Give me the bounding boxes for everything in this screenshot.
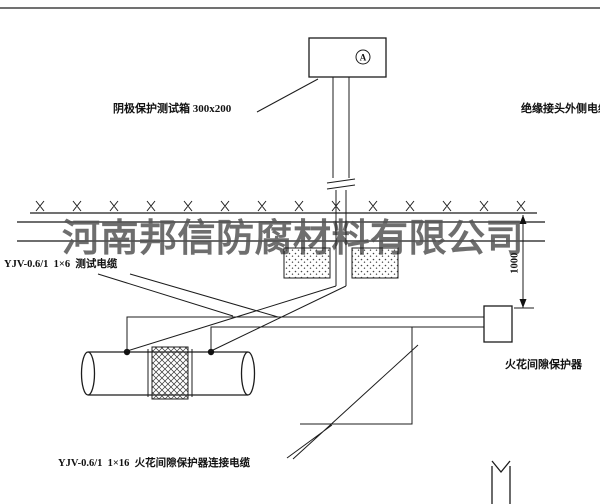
connection-cable-spec-label: YJV-0.6/1 1×16 火花间隙保护器连接电缆: [58, 458, 251, 469]
dimension-1000-label: 1000: [509, 252, 521, 274]
test-cables-diagonal: [126, 285, 347, 352]
test-box-label: 阴极保护测试箱 300x200: [113, 103, 232, 115]
post-upper: [332, 77, 350, 178]
insulating-joint: [151, 346, 189, 400]
spark-gap-protector: [483, 305, 513, 343]
ammeter-letter: A: [360, 53, 367, 63]
bottom-right-detail-symbol: [491, 460, 511, 504]
dimension-arrow-bottom: [519, 299, 527, 308]
test-cable-spec-label: YJV-0.6/1 1×6 测试电缆: [4, 259, 118, 270]
concrete-block-right: [351, 247, 399, 279]
dimension-arrow-top: [519, 215, 527, 224]
test-box: [308, 37, 387, 78]
watermark-strike-line-bottom: [17, 240, 545, 242]
post-break-mark: [326, 178, 356, 190]
dimension-line: [514, 215, 534, 309]
pipe-end-cap-right: [240, 351, 256, 396]
joint-flange-lines: [147, 349, 193, 397]
protector-cable-upper: [126, 316, 484, 351]
protector-connection-cable: [300, 327, 413, 425]
outer-cable-label: 绝缘接头外侧电缆: [521, 103, 600, 115]
spark-gap-protector-label: 火花间隙保护器: [505, 359, 582, 371]
test-box-leader-line: [256, 78, 319, 113]
ground-hatch-marks: [35, 200, 526, 212]
ammeter-circle-icon: [355, 49, 371, 65]
cable-terminal-right: [207, 348, 215, 356]
cable-terminal-left: [123, 348, 131, 356]
test-cable-leader-lines: [97, 273, 279, 318]
watermark-strike-line-top: [17, 221, 545, 223]
connection-cable-leader-lines: [286, 344, 419, 460]
pipe-end-cap-left: [80, 351, 96, 396]
protector-cable-lower: [210, 326, 484, 351]
concrete-block-left: [283, 247, 331, 279]
